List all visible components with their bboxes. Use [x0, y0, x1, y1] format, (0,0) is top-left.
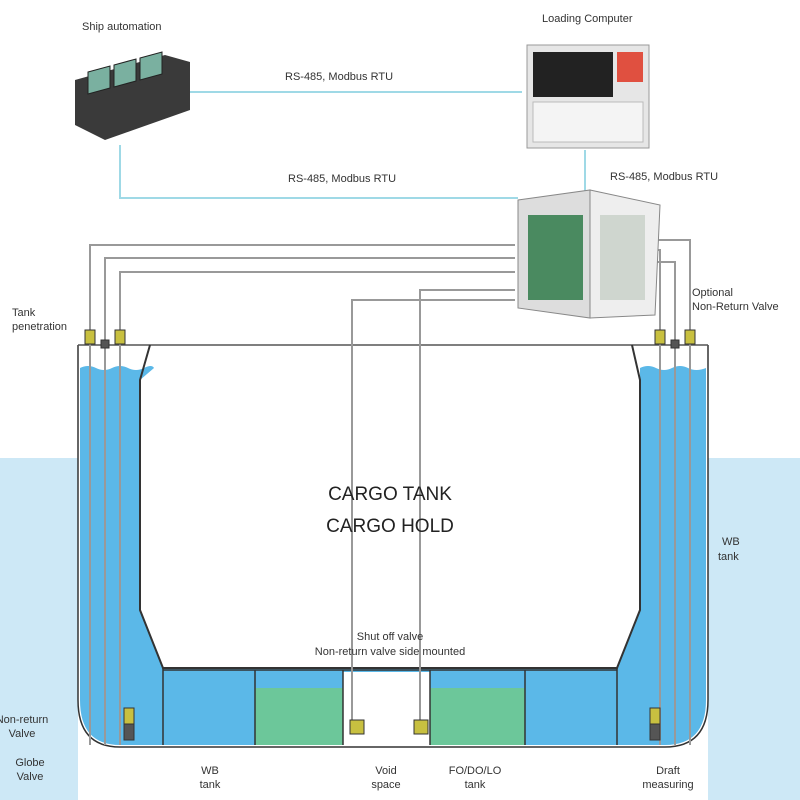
- cargo-hold-label: CARGO HOLD: [326, 516, 454, 537]
- sea-right: [708, 458, 800, 800]
- cargo-tank-label: CARGO TANK: [328, 484, 452, 505]
- fuel-tank-right: [430, 688, 525, 745]
- link-label-mid: RS-485, Modbus RTU: [288, 173, 396, 185]
- hull-outline: [77, 344, 709, 748]
- draft-measuring-label: Draft: [656, 765, 680, 777]
- wb-tank-label-2: tank: [200, 779, 221, 791]
- link-label-top: RS-485, Modbus RTU: [285, 71, 393, 83]
- sea-left: [0, 458, 78, 800]
- fuel-tank-label-2: tank: [465, 779, 486, 791]
- optional-label: Optional: [692, 287, 733, 299]
- globe-valve-label: Globe: [15, 757, 44, 769]
- ship-automation-console: [75, 51, 190, 140]
- wb-right-label: WB: [722, 536, 740, 548]
- link-label-right: RS-485, Modbus RTU: [610, 171, 718, 183]
- wb-tank-label: WB: [201, 765, 219, 777]
- void-space-label: Void: [375, 765, 396, 777]
- optional-label-2: Non-Return Valve: [692, 301, 779, 313]
- wb-tank-right: [525, 688, 617, 745]
- draft-measuring-label-2: measuring: [642, 779, 693, 791]
- valve-icons: [84, 329, 696, 741]
- fuel-tank-label: FO/DO/LO: [449, 765, 502, 777]
- modbus-links: [119, 91, 586, 199]
- wb-tank-left: [163, 688, 255, 745]
- wb-right-label-2: tank: [718, 551, 739, 563]
- non-return-valve-label: Non-return: [0, 714, 48, 726]
- shutoff-valve-label: Shut off valve: [357, 631, 423, 643]
- non-return-valve-label-2: Valve: [9, 728, 36, 740]
- loading-computer-screen: [526, 44, 650, 149]
- globe-valve-label-2: Valve: [17, 771, 44, 783]
- fuel-tank-left: [255, 688, 343, 745]
- tank-penetration-label-2: penetration: [12, 321, 67, 333]
- side-ballast-water: [80, 366, 706, 745]
- shutoff-valve-label-2: Non-return valve side mounted: [315, 646, 465, 658]
- ship-automation-label: Ship automation: [82, 21, 162, 33]
- tank-penetration-label: Tank: [12, 307, 36, 319]
- sensor-cables: [89, 239, 691, 745]
- control-cabinet: [517, 189, 661, 319]
- loading-computer-label: Loading Computer: [542, 13, 633, 25]
- void-space-label-2: space: [371, 779, 400, 791]
